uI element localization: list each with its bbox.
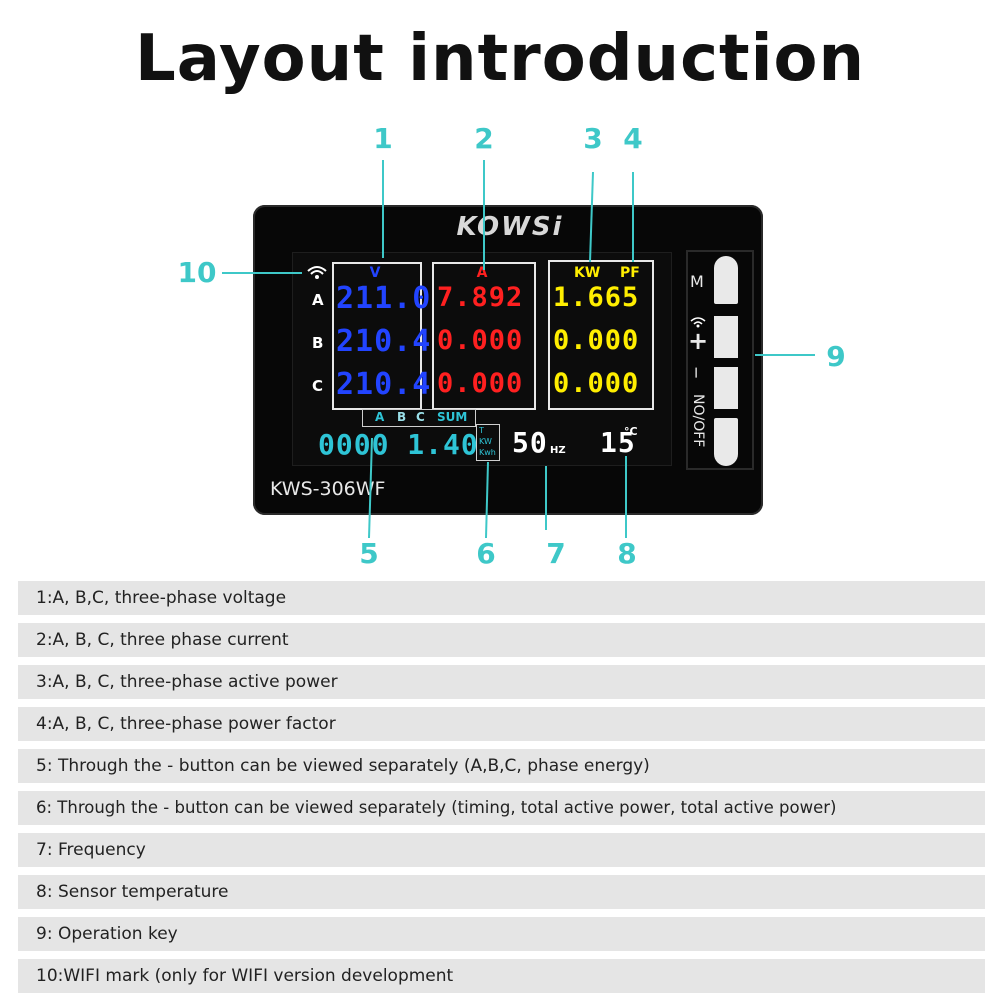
m-key[interactable] — [714, 256, 738, 304]
temperature-value: 15 — [600, 426, 636, 459]
callout-5: 5 — [359, 537, 379, 570]
description-row-9: 9: Operation key — [18, 917, 985, 951]
model-label: KWS-306WF — [270, 478, 386, 500]
callout-9: 9 — [826, 340, 846, 373]
wifi-key-icon — [690, 317, 706, 328]
voltage-b-value: 210.4 — [336, 324, 432, 359]
plus-key[interactable] — [714, 316, 738, 358]
power-kw-header: KW — [574, 265, 601, 281]
unit-timing: T — [479, 426, 484, 435]
description-row-6: 6: Through the - button can be viewed se… — [18, 791, 985, 825]
phase-label-c: C — [312, 377, 324, 395]
page-title: Layout introduction — [134, 22, 866, 96]
description-row-4: 4:A, B, C, three-phase power factor — [18, 707, 985, 741]
wifi-icon — [307, 266, 327, 279]
current-a-value: 7.892 — [437, 282, 524, 313]
energy-value: 0000 1.40 — [318, 428, 479, 461]
callout-8: 8 — [617, 537, 637, 570]
current-c-value: 0.000 — [437, 368, 524, 399]
callout-line-3 — [589, 171, 594, 263]
temperature-unit: °C — [624, 425, 638, 438]
lcd-screen — [292, 252, 672, 466]
phase-label-a: A — [312, 291, 324, 309]
frequency-unit: HZ — [550, 445, 566, 456]
energy-tab-c: C — [416, 410, 425, 424]
callout-3: 3 — [583, 122, 603, 155]
description-row-1: 1:A, B,C, three-phase voltage — [18, 581, 985, 615]
callout-line-5 — [368, 437, 373, 539]
minus-key[interactable] — [714, 367, 738, 409]
callout-1: 1 — [373, 122, 393, 155]
key-panel — [686, 250, 754, 470]
energy-tab-b: B — [397, 410, 407, 424]
description-list: 1:A, B,C, three-phase voltage 2:A, B, C,… — [18, 581, 985, 1001]
description-row-10: 10:WIFI mark (only for WIFI version deve… — [18, 959, 985, 993]
callout-2: 2 — [474, 122, 494, 155]
phase-label-b: B — [312, 334, 324, 352]
plus-key-label: + — [688, 327, 709, 355]
callout-7: 7 — [546, 537, 566, 570]
description-row-8: 8: Sensor temperature — [18, 875, 985, 909]
m-key-label: M — [690, 272, 704, 291]
current-header: A — [476, 265, 488, 281]
callout-6: 6 — [476, 537, 496, 570]
description-row-7: 7: Frequency — [18, 833, 985, 867]
onoff-key[interactable] — [714, 418, 738, 466]
callout-4: 4 — [623, 122, 643, 155]
callout-10: 10 — [177, 256, 217, 289]
energy-tab-sum: SUM — [437, 410, 468, 424]
brand-logo: KOWSi — [456, 212, 564, 242]
power-b-value: 0.000 — [553, 325, 640, 356]
callout-line-6 — [485, 461, 489, 539]
energy-tab-a: A — [375, 410, 385, 424]
unit-kw: KW — [479, 437, 492, 446]
frequency-value: 50 — [512, 426, 548, 459]
voltage-header: V — [369, 265, 381, 281]
power-panel — [548, 260, 654, 410]
voltage-c-value: 210.4 — [336, 367, 432, 402]
energy-tab-bar: A B C SUM — [362, 409, 476, 427]
description-row-2: 2:A, B, C, three phase current — [18, 623, 985, 657]
description-row-5: 5: Through the - button can be viewed se… — [18, 749, 985, 783]
unit-kwh: Kwh — [479, 448, 496, 457]
voltage-a-value: 211.0 — [336, 281, 432, 316]
power-pf-header: PF — [620, 265, 640, 281]
energy-unit-box: T KW Kwh — [476, 424, 500, 461]
description-row-3: 3:A, B, C, three-phase active power — [18, 665, 985, 699]
current-b-value: 0.000 — [437, 325, 524, 356]
power-a-value: 1.665 — [553, 282, 640, 313]
power-c-value: 0.000 — [553, 368, 640, 399]
